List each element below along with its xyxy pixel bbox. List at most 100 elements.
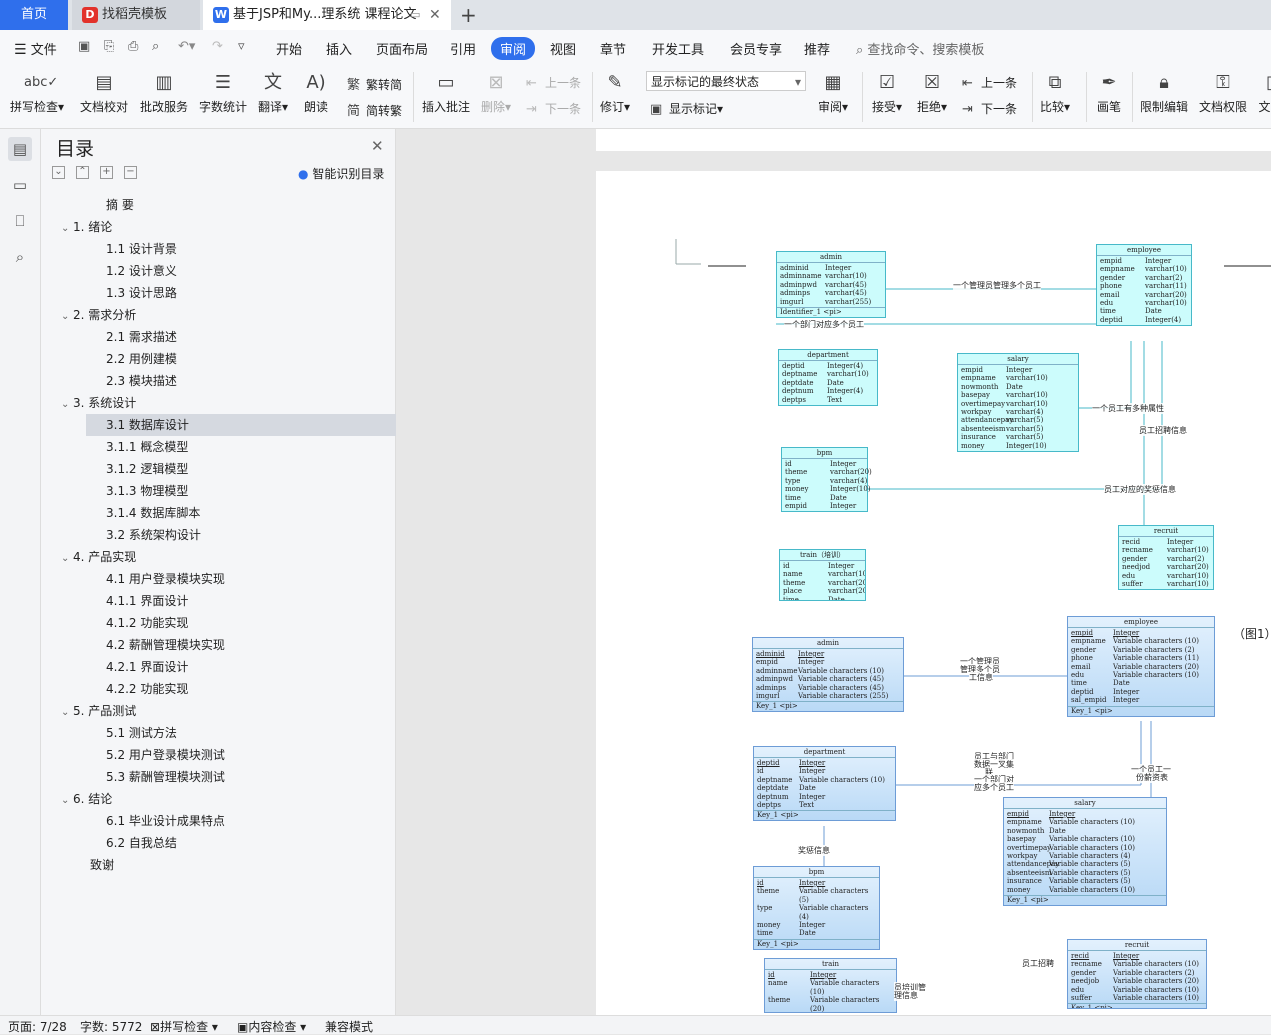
menu-start[interactable]: 开始: [276, 43, 303, 58]
read-aloud-button[interactable]: A)朗读: [303, 72, 328, 114]
toc-item[interactable]: 4.1.1 界面设计: [86, 590, 188, 612]
add-level-icon[interactable]: +: [100, 166, 113, 179]
menu-insert[interactable]: 插入: [326, 43, 353, 58]
tab-home[interactable]: 首页: [0, 0, 68, 30]
chevron-down-icon[interactable]: ⌄: [61, 553, 70, 564]
undo-icon[interactable]: ↶▾: [178, 39, 196, 54]
toc-item[interactable]: ⌄4. 产品实现: [61, 546, 136, 568]
toc-item[interactable]: 6.2 自我总结: [86, 832, 177, 854]
toc-item[interactable]: 4.1.2 功能实现: [86, 612, 188, 634]
find-icon[interactable]: ⌕: [15, 248, 25, 266]
toc-item[interactable]: 3.1.3 物理模型: [86, 480, 188, 502]
toc-item[interactable]: 2.1 需求描述: [86, 326, 177, 348]
toc-item[interactable]: ⌄2. 需求分析: [61, 304, 136, 326]
trad-to-simp-button[interactable]: 繁繁转简: [347, 74, 402, 93]
menu-devtools[interactable]: 开发工具: [652, 43, 705, 58]
file-menu[interactable]: ☰ 文件: [14, 42, 57, 58]
toc-item[interactable]: 3.1.2 逻辑模型: [86, 458, 188, 480]
toc-item[interactable]: 1.1 设计背景: [86, 238, 177, 260]
nav-panel-icon[interactable]: ▭: [12, 176, 28, 194]
review-pane-button[interactable]: ▦审阅▾: [818, 72, 849, 114]
save-icon[interactable]: ▣: [78, 39, 91, 54]
doc-proof-button[interactable]: ▤文档校对: [80, 72, 129, 114]
spell-check-status[interactable]: ⊠拼写检查 ▾: [150, 1020, 218, 1034]
toc-item[interactable]: 5.1 测试方法: [86, 722, 177, 744]
toc-item[interactable]: 5.3 薪酬管理模块测试: [86, 766, 225, 788]
toc-item[interactable]: ⌄1. 绪论: [61, 216, 112, 238]
chevron-down-icon[interactable]: ⌄: [61, 795, 70, 806]
chevron-down-icon[interactable]: ⌄: [61, 399, 70, 410]
markup-state-select[interactable]: 显示标记的最终状态▾: [646, 71, 806, 91]
tab-template[interactable]: D 找稻壳模板: [72, 0, 200, 30]
batch-service-button[interactable]: ▥批改服务: [140, 72, 189, 114]
toc-item[interactable]: ⌄6. 结论: [61, 788, 112, 810]
close-icon[interactable]: ✕: [371, 137, 384, 155]
expand-up-icon[interactable]: ⌃: [76, 166, 89, 179]
accept-button[interactable]: ☑接受▾: [872, 72, 903, 114]
toc-item[interactable]: ⌄3. 系统设计: [61, 392, 136, 414]
toc-item[interactable]: 5.2 用户登录模块测试: [86, 744, 225, 766]
menu-layout[interactable]: 页面布局: [376, 43, 429, 58]
command-search[interactable]: ⌕ 查找命令、搜索模板: [856, 43, 985, 58]
menu-recommend[interactable]: 推荐: [804, 43, 831, 58]
show-markup-button[interactable]: ▣显示标记▾: [650, 102, 724, 117]
word-count-button[interactable]: ☰字数统计: [199, 72, 248, 114]
content-check-status[interactable]: ▣内容检查 ▾: [237, 1020, 307, 1034]
collapse-all-icon[interactable]: ⌄: [52, 166, 65, 179]
next-comment-button[interactable]: ⇥下一条: [526, 102, 582, 117]
toc-item[interactable]: 1.2 设计意义: [86, 260, 177, 282]
toc-item[interactable]: 4.2.1 界面设计: [86, 656, 188, 678]
customize-icon[interactable]: ▿: [238, 39, 245, 54]
toc-item[interactable]: 3.1 数据库设计: [86, 414, 404, 436]
tab-document[interactable]: W 基于JSP和My...理系统 课程论文 ▭ ✕: [203, 0, 451, 30]
doc-permission-button[interactable]: ⚿文档权限: [1199, 72, 1248, 114]
bookmark-icon[interactable]: ⎕: [15, 212, 25, 230]
prev-change-button[interactable]: ⇤上一条: [962, 76, 1018, 91]
menu-chapter[interactable]: 章节: [600, 43, 627, 58]
monitor-icon[interactable]: ▭: [410, 8, 421, 21]
pen-button[interactable]: ✒画笔: [1096, 72, 1121, 114]
restrict-edit-button[interactable]: 🔒︎限制编辑: [1140, 72, 1189, 114]
menu-view[interactable]: 视图: [550, 43, 577, 58]
chevron-down-icon[interactable]: ⌄: [61, 707, 70, 718]
toc-panel-icon[interactable]: ▤: [8, 137, 32, 161]
print-preview-icon[interactable]: ⌕: [152, 39, 160, 54]
chevron-down-icon[interactable]: ⌄: [61, 311, 70, 322]
toc-item[interactable]: 1.3 设计思路: [86, 282, 177, 304]
toc-item[interactable]: 3.1.4 数据库脚本: [86, 502, 200, 524]
toc-item[interactable]: 2.2 用例建模: [86, 348, 177, 370]
reject-button[interactable]: ☒拒绝▾: [917, 72, 948, 114]
track-changes-button[interactable]: ✎修订▾: [600, 72, 631, 114]
simp-to-trad-button[interactable]: 简简转繁: [347, 100, 402, 119]
doc-more-button[interactable]: ▯文: [1258, 71, 1271, 115]
spell-check-button[interactable]: abc✓拼写检查▾: [10, 71, 64, 115]
print-icon[interactable]: ⎙: [128, 39, 139, 54]
menu-reference[interactable]: 引用: [450, 43, 477, 58]
new-tab-icon[interactable]: +: [460, 3, 477, 27]
smart-toc-button[interactable]: ● 智能识别目录: [298, 167, 385, 181]
page-indicator[interactable]: 页面: 7/28: [8, 1020, 67, 1034]
menu-review[interactable]: 审阅: [491, 37, 536, 60]
word-count[interactable]: 字数: 5772: [80, 1020, 143, 1034]
close-tab-icon[interactable]: ✕: [429, 7, 441, 23]
toc-item[interactable]: 3.2 系统架构设计: [86, 524, 201, 546]
toc-item[interactable]: 致谢: [90, 854, 114, 876]
next-change-button[interactable]: ⇥下一条: [962, 102, 1018, 117]
prev-comment-button[interactable]: ⇤上一条: [526, 76, 582, 91]
menu-member[interactable]: 会员专享: [730, 43, 783, 58]
chevron-down-icon[interactable]: ⌄: [61, 223, 70, 234]
